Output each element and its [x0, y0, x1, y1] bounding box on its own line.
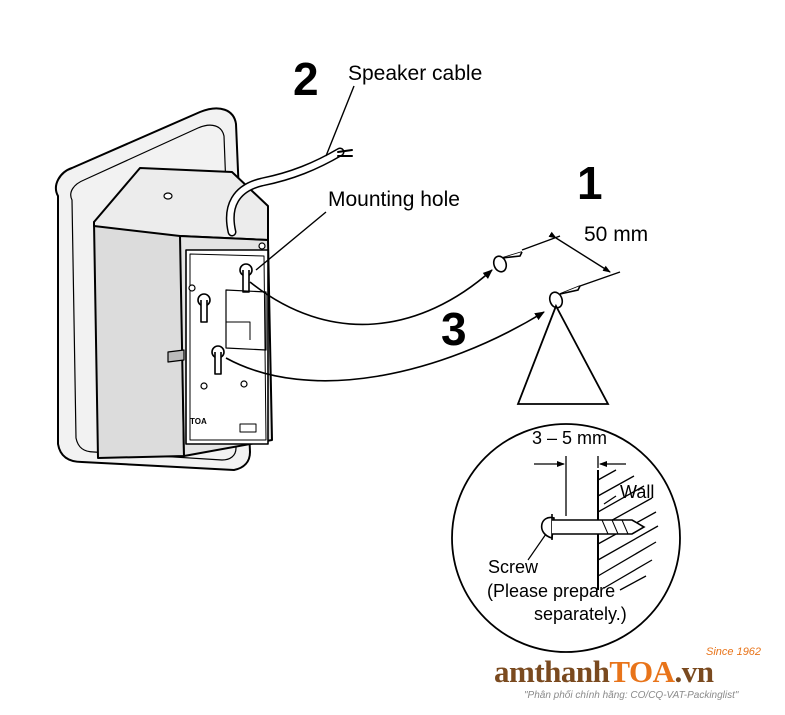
keyhole-slot — [197, 293, 211, 323]
brand-since: Since 1962 — [706, 646, 762, 658]
brand-watermark: amthanhTOA.vn Since 1962 "Phân phối chín… — [494, 646, 774, 708]
spacing-dimension — [521, 231, 621, 287]
screw-note-line1: (Please prepare — [487, 581, 616, 601]
plate-screw — [200, 382, 208, 390]
keyhole-slot — [211, 345, 225, 375]
step-3-number: 3 — [441, 303, 467, 355]
step-1-number: 1 — [577, 157, 603, 209]
plate-screw — [258, 242, 266, 250]
speaker-cable — [225, 147, 353, 237]
mounting-hole-leader — [255, 211, 327, 271]
screw-leader — [527, 533, 547, 561]
speaker-front-edge — [70, 124, 237, 461]
screw-note-line2: separately.) — [534, 604, 627, 624]
depth-dimension — [534, 456, 626, 516]
depth-label: 3 – 5 mm — [532, 428, 608, 448]
step3-arrow-lower — [225, 311, 545, 382]
speaker-cable-leader — [325, 85, 355, 157]
keyhole-slot — [239, 263, 253, 293]
step3-arrow-upper — [249, 269, 493, 326]
screw-detail-callout — [451, 303, 681, 653]
screw-label: Screw — [488, 557, 539, 577]
brand-tagline: "Phân phối chính hãng: CO/CQ-VAT-Packing… — [524, 690, 739, 701]
detail-screw — [540, 514, 646, 540]
wall-screw-upper — [492, 251, 523, 273]
mounting-plate — [185, 249, 269, 445]
mounting-hole-label: Mounting hole — [328, 188, 460, 211]
spacing-label: 50 mm — [584, 223, 649, 246]
wall-screw-lower — [548, 285, 581, 309]
speaker-logo-mark: TOA — [190, 417, 207, 426]
speaker-illustration — [54, 107, 273, 471]
plate-screw — [240, 380, 248, 388]
speaker-cable-label: Speaker cable — [348, 62, 483, 85]
brand-name: amthanhTOA.vn — [494, 654, 714, 689]
speaker-box-top — [93, 167, 269, 241]
plate-screw — [188, 284, 196, 292]
wall-leader — [603, 495, 617, 505]
wall-label: Wall — [620, 482, 655, 502]
step-2-number: 2 — [293, 53, 319, 105]
